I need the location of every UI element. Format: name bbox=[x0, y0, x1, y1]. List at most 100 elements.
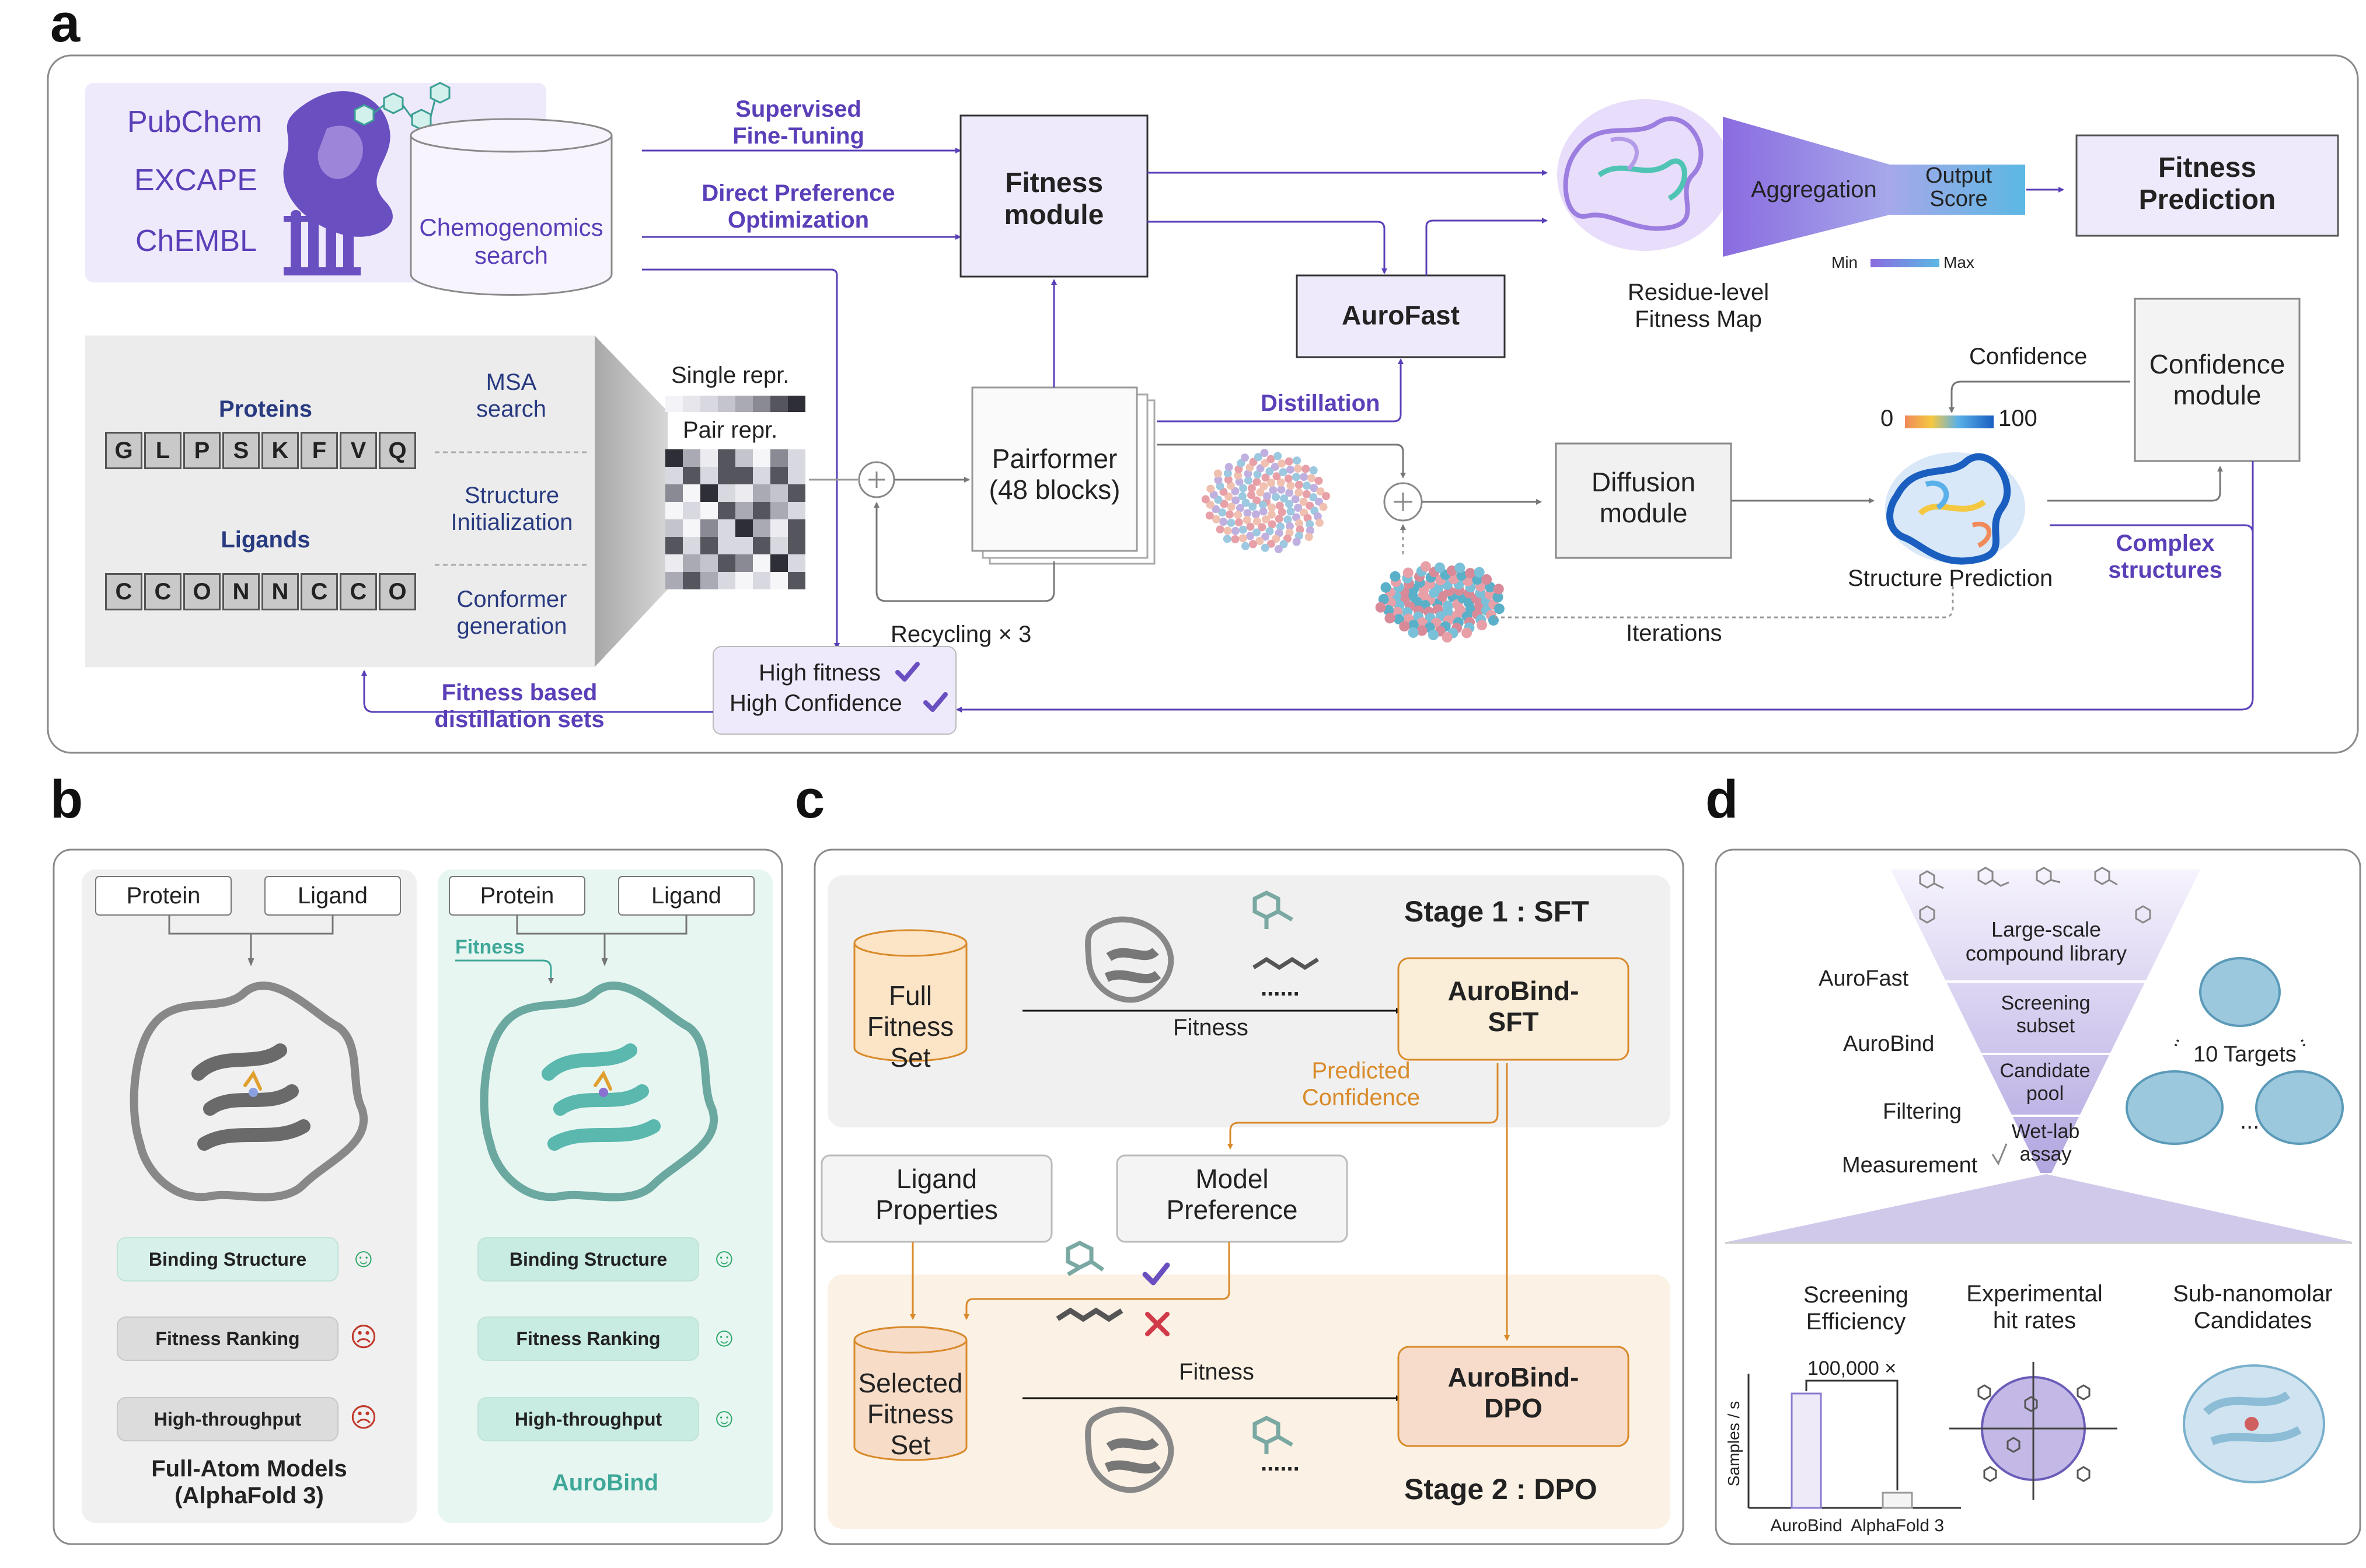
full-fitness-set-label: Full Fitness Set bbox=[867, 980, 954, 1073]
panel-label-a: a bbox=[50, 0, 81, 53]
subnanomolar-label: Sub-nanomolar Candidates bbox=[2173, 1281, 2333, 1333]
aggregation-funnel bbox=[1723, 117, 2025, 257]
proteins-title: Proteins bbox=[218, 396, 313, 422]
y-axis-label: Samples / s bbox=[1725, 1401, 1743, 1486]
fitness-module-label: Fitness module bbox=[1004, 167, 1104, 231]
aurofast-label: AuroFast bbox=[1342, 300, 1460, 330]
speedup-bracket bbox=[1805, 1380, 1899, 1490]
smiley-face-icon: ☺ bbox=[710, 1402, 738, 1433]
smiley-face-icon: ☺ bbox=[710, 1242, 738, 1273]
aurobind-dpo-label: AuroBind- DPO bbox=[1447, 1362, 1579, 1423]
chemogenomics-cylinder bbox=[410, 135, 613, 296]
left-criterion-2: High-throughput bbox=[117, 1397, 339, 1441]
full-atom-protein-structure bbox=[130, 981, 368, 1202]
stage2-ligand-icon bbox=[1252, 1416, 1293, 1454]
protein-residue: G bbox=[105, 432, 142, 469]
targets-label: 10 Targets bbox=[2193, 1042, 2297, 1067]
funnel-stage-wetlab: Wet-lab assay bbox=[2011, 1120, 2080, 1166]
panel-a-frame bbox=[47, 54, 2359, 754]
ligand-residue: N bbox=[261, 573, 299, 610]
experimental-hit-rates-label: Experimental hit rates bbox=[1966, 1281, 2103, 1333]
protein-residue: Q bbox=[379, 432, 416, 469]
stage2-protein-icon bbox=[1085, 1406, 1174, 1493]
model-preference-box bbox=[1116, 1154, 1348, 1243]
predicted-confidence-label: Predicted Confidence bbox=[1301, 1058, 1421, 1110]
check-icon-preferred bbox=[1142, 1262, 1170, 1286]
ligand-residue: O bbox=[379, 573, 416, 610]
confidence-module-box bbox=[2134, 298, 2301, 462]
pair-repr-label: Pair repr. bbox=[683, 417, 778, 443]
screening-funnel bbox=[1891, 869, 2200, 1173]
aggregation-label: Aggregation bbox=[1751, 177, 1877, 202]
funnel-stage-library: Large-scale compound library bbox=[1965, 917, 2127, 966]
sequence-panel bbox=[85, 336, 595, 667]
full-fitness-cylinder bbox=[853, 943, 968, 1062]
right-criterion-1: Fitness Ranking bbox=[477, 1316, 699, 1361]
model-preference-label: Model Preference bbox=[1166, 1164, 1298, 1225]
aurobind-dpo-box bbox=[1397, 1346, 1629, 1447]
selected-fitness-set-label: Selected Fitness Set bbox=[858, 1368, 963, 1460]
denoised-structure-blob bbox=[1375, 561, 1505, 643]
scale-max-label: Max bbox=[1943, 253, 1974, 271]
ligand-residue: C bbox=[340, 573, 377, 610]
b-right-ligand-input: Ligand bbox=[651, 883, 722, 909]
residue-fitness-map-protein bbox=[1557, 99, 1732, 251]
single-repr-label: Single repr. bbox=[671, 362, 790, 388]
distillation-label: Distillation bbox=[1261, 390, 1380, 416]
complex-structures-label: Complex structures bbox=[2108, 530, 2222, 583]
panel-d-frame bbox=[1715, 848, 2361, 1545]
residue-fitness-map-label: Residue-level Fitness Map bbox=[1627, 280, 1770, 332]
structure-prediction-protein bbox=[1885, 452, 2025, 565]
protein-residue: F bbox=[301, 432, 338, 469]
aurobind-sft-label: AuroBind- SFT bbox=[1447, 976, 1579, 1037]
left-criterion-0: Binding Structure bbox=[117, 1237, 339, 1281]
method-aurobind: AuroBind bbox=[1843, 1032, 1935, 1056]
pairformer-box bbox=[971, 386, 1138, 552]
stage1-dots: ...... bbox=[1261, 975, 1300, 1001]
single-repr-bar bbox=[665, 396, 805, 412]
left-criterion-1: Fitness Ranking bbox=[117, 1316, 339, 1361]
structure-init-label: Structure Initialization bbox=[451, 483, 573, 535]
aurobind-sft-box bbox=[1397, 957, 1629, 1061]
output-score-label: Output Score bbox=[1925, 163, 1992, 211]
fitness-prediction-label: Fitness Prediction bbox=[2138, 152, 2276, 216]
stage2-dots: ...... bbox=[1261, 1450, 1300, 1476]
rejected-ligand-icon bbox=[1056, 1307, 1123, 1322]
distillation-sets-label: Fitness based distillation sets bbox=[434, 680, 605, 732]
confidence-module-label: Confidence module bbox=[2149, 349, 2285, 410]
ligand-residue: C bbox=[144, 573, 182, 610]
high-fitness-label: High fitness bbox=[759, 660, 881, 686]
diffusion-module-label: Diffusion module bbox=[1591, 467, 1696, 528]
funnel-stage-screening: Screening subset bbox=[2001, 992, 2091, 1038]
panel-c-frame bbox=[814, 848, 1684, 1545]
panel-label-b: b bbox=[50, 770, 83, 829]
ligand-residue: C bbox=[301, 573, 338, 610]
scale-min-label: Min bbox=[1831, 253, 1858, 271]
database-chembl: ChEMBL bbox=[135, 224, 257, 258]
fitness-top-label: Fitness bbox=[1173, 1015, 1248, 1040]
right-criterion-2: High-throughput bbox=[477, 1397, 699, 1441]
protein-residue: P bbox=[183, 432, 221, 469]
high-confidence-label: High Confidence bbox=[730, 690, 902, 716]
aurobind-title: AuroBind bbox=[552, 1470, 659, 1496]
protein-residue: L bbox=[144, 432, 182, 469]
b-right-protein-input: Protein bbox=[480, 883, 554, 909]
fitness-bottom-label: Fitness bbox=[1179, 1359, 1254, 1385]
target-protein-icons bbox=[2126, 957, 2344, 1145]
confidence-min-label: 0 bbox=[1880, 406, 1894, 431]
conformer-label: Conformer generation bbox=[456, 586, 567, 639]
smiley-face-icon: ☺ bbox=[350, 1242, 378, 1273]
structure-prediction-label: Structure Prediction bbox=[1848, 565, 2053, 591]
method-measurement: Measurement bbox=[1842, 1153, 1978, 1178]
smiley-face-icon: ☺ bbox=[710, 1322, 738, 1352]
aurobind-protein-structure bbox=[480, 981, 718, 1202]
chemogenomics-search-label: Chemogenomics search bbox=[419, 214, 603, 270]
check-icon-fitness bbox=[895, 662, 920, 682]
b-left-ligand-input: Ligand bbox=[297, 883, 368, 909]
stage1-area bbox=[828, 875, 1670, 1127]
bar-aurobind bbox=[1791, 1392, 1822, 1509]
sft-label: Supervised Fine-Tuning bbox=[732, 96, 864, 149]
compound-library-icons bbox=[1919, 867, 2151, 924]
screening-efficiency-label: Screening Efficiency bbox=[1803, 1282, 1909, 1335]
